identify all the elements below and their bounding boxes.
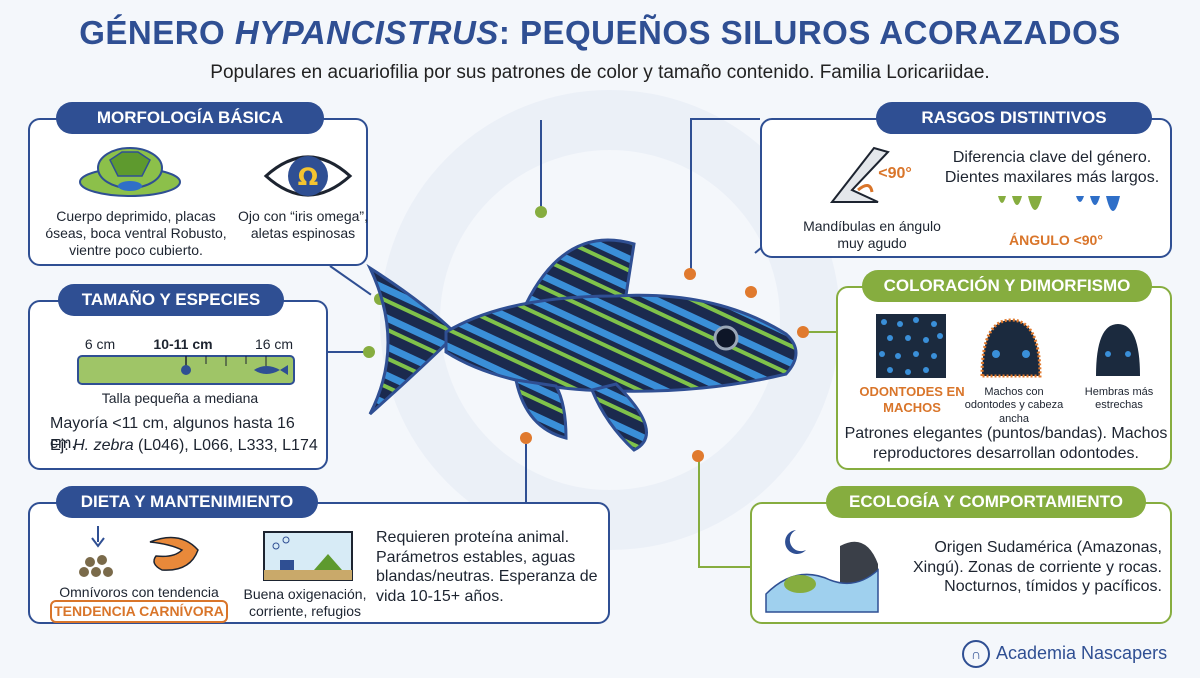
- panel-rasgos: <90° Mandíbulas en ángulo muy agudo Dife…: [760, 118, 1172, 258]
- jaw-angle-icon: [829, 146, 890, 203]
- eye-caption: Ojo con “iris omega”, aletas espinosas: [238, 208, 368, 242]
- connector-dot: [692, 450, 704, 462]
- connector-line: [690, 120, 692, 272]
- title-morfologia: MORFOLOGÍA BÁSICA: [56, 102, 324, 134]
- panel-morfologia: Ω Cuerpo deprimido, placas óseas, boca v…: [28, 118, 368, 266]
- connector-line: [525, 444, 527, 504]
- connector-dot: [684, 268, 696, 280]
- female-head-icon: [1096, 324, 1140, 376]
- male-caption: Machos con odontodes y cabeza ancha: [964, 386, 1064, 425]
- jaw-caption: Mandíbulas en ángulo muy agudo: [803, 218, 941, 252]
- carnivore-badge: TENDENCIA CARNÍVORA: [50, 600, 228, 624]
- ruler-label-mid: 10-11 cm: [153, 336, 213, 352]
- odontodes-label: ODONTODES EN MACHOS: [859, 384, 965, 415]
- food-caption: Omnívoros con tendencia: [59, 584, 219, 600]
- river-habitat-icon: [765, 530, 879, 613]
- page-title: GÉNERO HYPANCISTRUS: PEQUEÑOS SILUROS AC…: [79, 14, 1121, 51]
- aquarium-icon: [263, 531, 353, 581]
- angle-label: <90°: [878, 165, 912, 182]
- title-rasgos: RASGOS DISTINTIVOS: [876, 102, 1152, 134]
- connector-dot: [535, 206, 547, 218]
- brand-logo: ∩ Academia Nascapers: [962, 640, 1167, 668]
- connector-line: [808, 331, 836, 333]
- title-coloracion: COLORACIÓN Y DIMORFISMO: [862, 270, 1152, 302]
- odontodes-pattern-icon: [876, 314, 946, 378]
- omega-eye-icon: Ω: [263, 155, 353, 197]
- male-head-icon: [980, 318, 1042, 378]
- panel-dieta: Omnívoros con tendencia TENDENCIA CARNÍV…: [28, 502, 610, 624]
- title-tamano: TAMAÑO Y ESPECIES: [58, 284, 284, 316]
- small-fish-icon: [254, 365, 288, 375]
- title-dieta: DIETA Y MANTENIMIENTO: [56, 486, 318, 518]
- title-ecologia: ECOLOGÍA Y COMPORTAMIENTO: [826, 486, 1146, 518]
- ruler-label-max: 16 cm: [254, 336, 294, 352]
- page-subtitle: Populares en acuariofilia por sus patron…: [210, 62, 990, 83]
- ruler-label-min: 6 cm: [84, 336, 116, 352]
- diet-text: Requieren proteína animal. Parámetros es…: [376, 529, 598, 605]
- moon-icon: [785, 530, 806, 554]
- panel-coloracion: ODONTODES EN MACHOS Machos con odontodes…: [836, 286, 1172, 470]
- connector-dot: [363, 346, 375, 358]
- size-text-line2: Ej: H. zebra (L046), L066, L333, L174: [50, 437, 318, 454]
- panel-tamano: 6 cm 10-11 cm 16 cm Talla pequeña a medi…: [28, 300, 328, 470]
- connector-line: [698, 455, 700, 567]
- female-caption: Hembras más estrechas: [1084, 386, 1154, 412]
- connector-line: [690, 118, 760, 120]
- ruler-caption: Talla pequeña a mediana: [101, 390, 259, 406]
- connector-dot: [745, 286, 757, 298]
- ecologia-text: Origen Sudamérica (Amazonas, Xingú). Zon…: [912, 539, 1162, 596]
- brand-name: Academia Nascapers: [996, 643, 1168, 663]
- size-text-line1: Mayoría <11 cm, algunos hasta 16 cm.: [50, 415, 295, 452]
- svg-text:Ω: Ω: [298, 163, 318, 191]
- connector-dot: [520, 432, 532, 444]
- connector-line: [327, 351, 367, 353]
- body-caption: Cuerpo deprimido, placas óseas, boca ven…: [45, 208, 227, 259]
- tank-caption: Buena oxigenación, corriente, refugios: [243, 586, 367, 620]
- teeth-icon: [998, 196, 1120, 211]
- brand-icon: ∩: [962, 640, 990, 668]
- coloracion-text: Patrones elegantes (puntos/bandas). Mach…: [844, 425, 1168, 462]
- hypancistrus-fish-illustration: [366, 238, 798, 452]
- connector-line: [540, 120, 542, 212]
- panel-ecologia: Origen Sudamérica (Amazonas, Xingú). Zon…: [750, 502, 1172, 624]
- connector-dot: [797, 326, 809, 338]
- armored-catfish-icon: [79, 147, 181, 197]
- food-pellets-shrimp-icon: [79, 526, 199, 577]
- rasgos-text: Diferencia clave del género. Dientes max…: [944, 149, 1160, 186]
- size-ruler: [77, 355, 295, 385]
- angle-highlight: ÁNGULO <90°: [1009, 232, 1103, 248]
- connector-line: [698, 566, 750, 568]
